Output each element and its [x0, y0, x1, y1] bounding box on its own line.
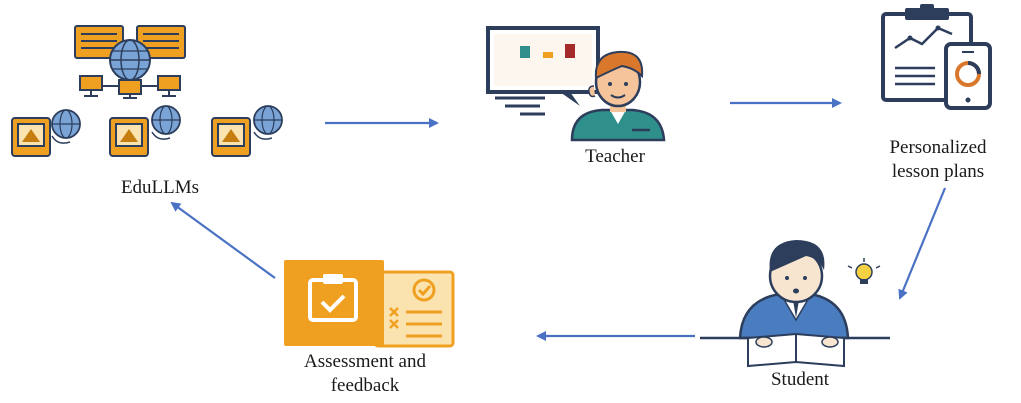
assessment-label-line1: Assessment and	[304, 351, 426, 372]
clipboard-phone-chart-icon	[881, 4, 992, 110]
assessment-label-line2: feedback	[330, 375, 400, 396]
arrow-assessment-to-edullms	[170, 201, 276, 279]
edullms-label: EduLLMs	[120, 177, 200, 198]
arrow-plans-to-student	[898, 187, 947, 300]
teacher-label: Teacher	[585, 146, 645, 167]
assessment-checklist-icon	[284, 260, 455, 348]
server-network-icon	[11, 25, 283, 157]
teacher-presentation-icon	[486, 26, 666, 142]
student-writing-icon	[700, 240, 890, 368]
lesson-plans-label-line2: lesson plans	[891, 161, 985, 182]
lesson-plans-label-line1: Personalized	[889, 137, 987, 158]
student-label: Student	[770, 369, 830, 390]
